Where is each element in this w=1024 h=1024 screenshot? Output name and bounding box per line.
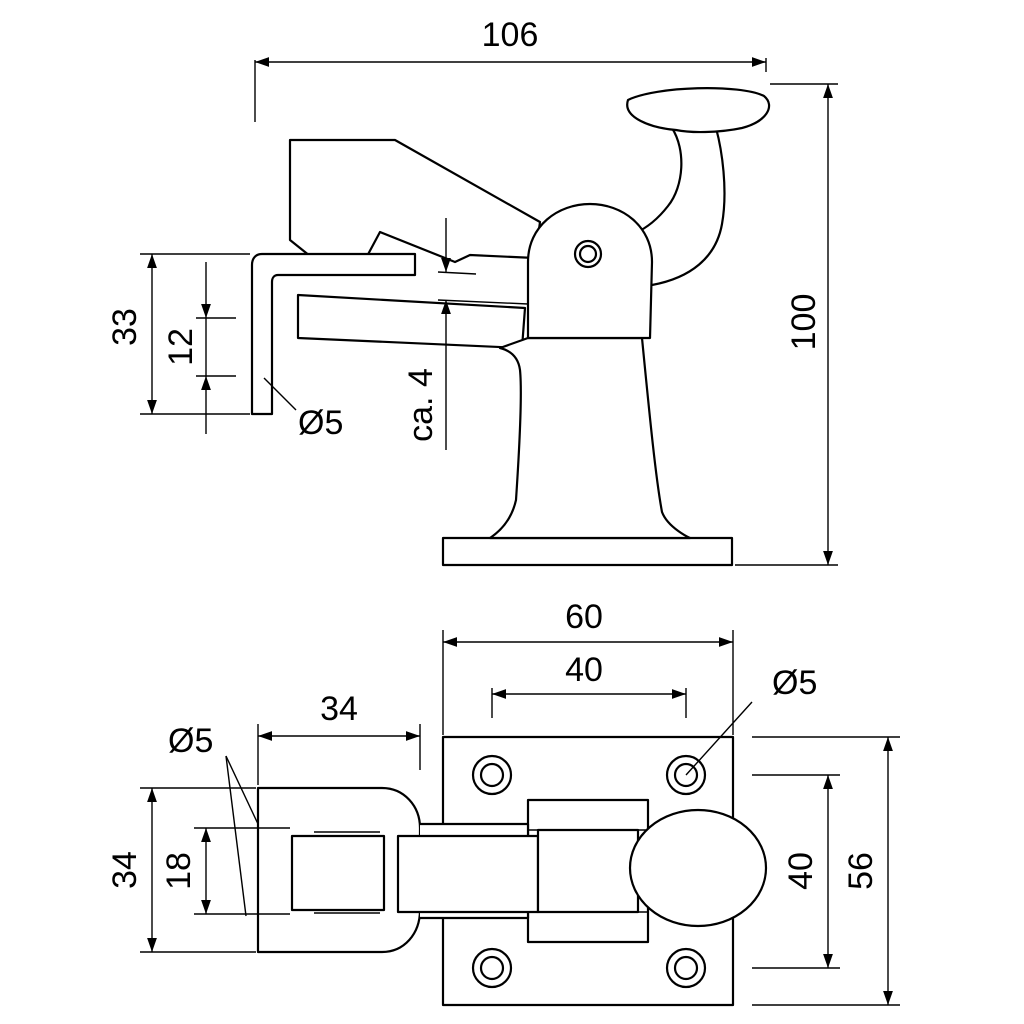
side-pivot-head [526,202,654,340]
dim-label-34-vertical: 34 [106,851,144,889]
side-handle-knob [626,87,771,134]
dim-label-34-horizontal: 34 [320,690,358,728]
top-pivot-block [536,828,640,914]
label-hole-diameter: Ø5 [772,664,817,702]
label-hook-diameter: Ø5 [298,404,343,442]
top-knob [628,808,768,928]
top-screw-holes [471,754,707,989]
top-keeper-slot [290,834,386,912]
dim-label-56: 56 [842,852,880,890]
dim-label-12: 12 [162,328,200,366]
leader-keeper-diameter [225,755,259,825]
leader-hole-diameter [685,701,753,776]
dim-label-106: 106 [482,16,539,54]
dim-label-40-horizontal: 40 [565,651,603,689]
side-column-body [488,336,692,540]
side-view: 106 100 33 12 Ø5 ca. 4 [106,16,838,567]
side-hook-rod [250,252,417,416]
top-arm-bar [396,834,540,914]
side-upper-arm [288,138,542,274]
dim-label-100: 100 [785,294,823,351]
label-keeper-diameter: Ø5 [168,722,213,760]
side-base-plate [441,536,734,567]
dim-label-33: 33 [106,308,144,346]
dim-label-60: 60 [565,598,603,636]
dim-label-ca4: ca. 4 [402,368,440,442]
side-handle-stem [626,126,726,287]
leader-hook-diameter [263,377,297,411]
dim-label-18: 18 [160,852,198,890]
dim-label-40-vertical: 40 [782,852,820,890]
top-view: 60 40 Ø5 56 40 34 34 18 [106,598,900,1007]
